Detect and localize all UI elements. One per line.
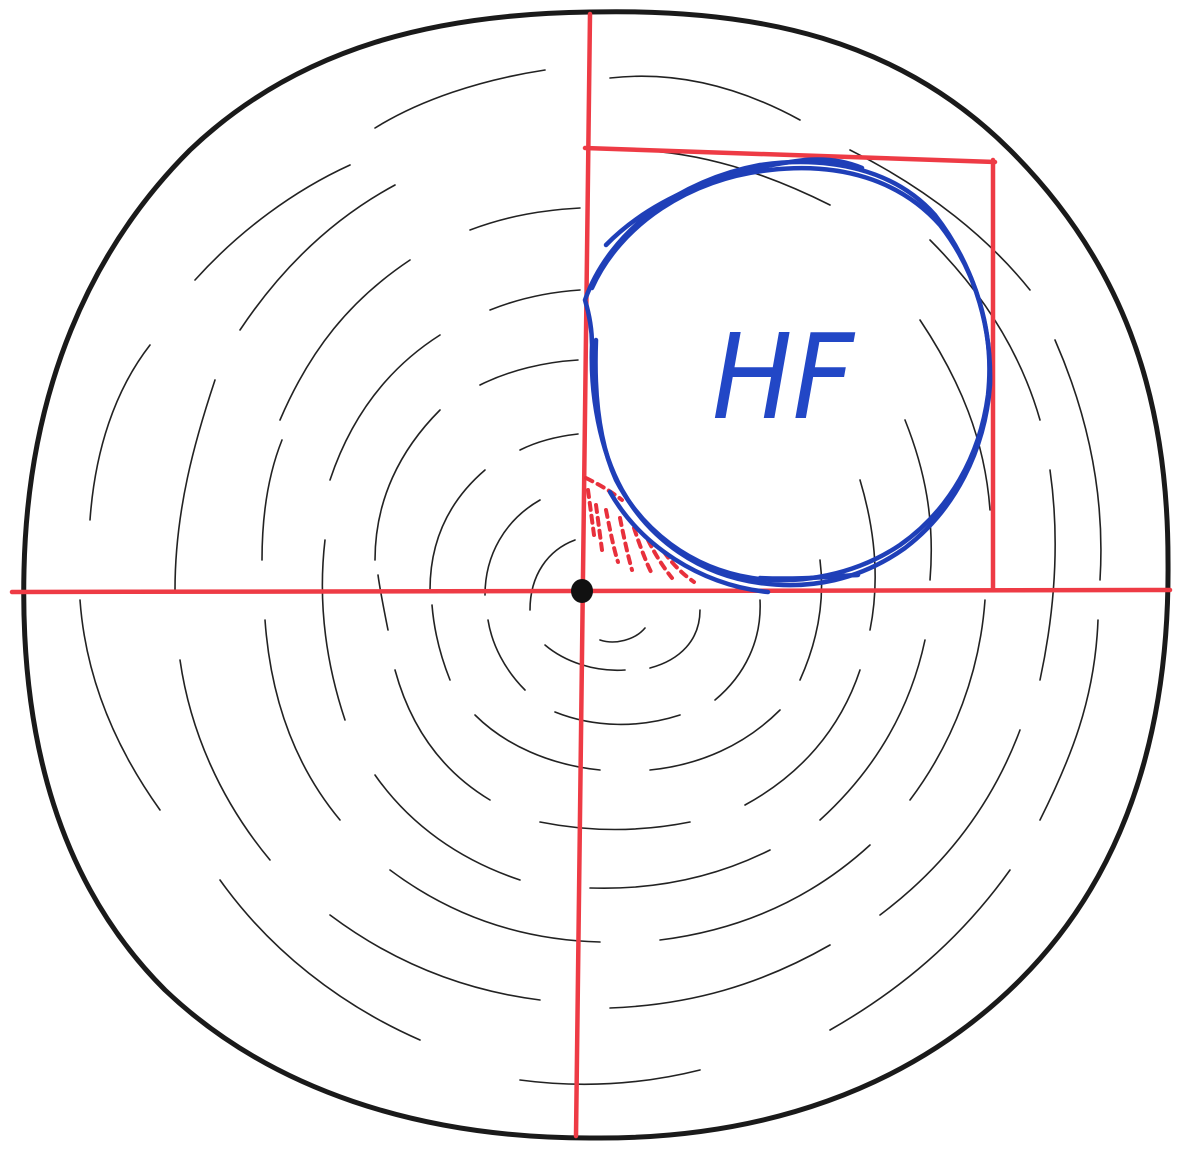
growth-ring-arc bbox=[470, 208, 580, 230]
growth-ring-arc bbox=[1040, 470, 1055, 680]
growth-ring-arc bbox=[322, 540, 345, 720]
growth-ring-arc bbox=[745, 670, 860, 805]
growth-ring-arc bbox=[432, 605, 450, 680]
growth-ring-arc bbox=[485, 500, 540, 595]
growth-ring-arc bbox=[430, 470, 485, 590]
growth-ring-arc bbox=[330, 915, 540, 1000]
growth-ring-arc bbox=[262, 440, 282, 560]
growth-ring-arc bbox=[520, 1070, 700, 1084]
growth-rings bbox=[80, 70, 1101, 1084]
growth-ring-arc bbox=[175, 380, 215, 590]
growth-ring-arc bbox=[520, 434, 578, 450]
growth-ring-arc bbox=[180, 660, 270, 860]
growth-ring-arc bbox=[390, 870, 600, 942]
growth-ring-arc bbox=[1055, 340, 1101, 580]
log-outline bbox=[24, 12, 1168, 1138]
growth-ring-arc bbox=[590, 850, 770, 888]
growth-ring-arc bbox=[905, 420, 931, 580]
growth-ring-arc bbox=[530, 540, 575, 610]
growth-ring-arc bbox=[880, 730, 1020, 915]
growth-ring-arc bbox=[90, 345, 150, 520]
growth-ring-arc bbox=[240, 185, 395, 330]
vertical-axis-line bbox=[576, 14, 590, 1136]
growth-ring-arc bbox=[80, 600, 160, 810]
growth-ring-arc bbox=[910, 600, 985, 800]
growth-ring-arc bbox=[610, 76, 800, 120]
growth-ring-arc bbox=[480, 360, 578, 385]
growth-ring-arc bbox=[660, 845, 870, 940]
growth-ring-arc bbox=[540, 822, 690, 830]
red-axes bbox=[12, 14, 1170, 1136]
growth-ring-arc bbox=[715, 600, 760, 700]
growth-ring-arc bbox=[555, 712, 680, 724]
growth-ring-arc bbox=[545, 645, 625, 670]
growth-ring-arc bbox=[375, 775, 520, 880]
growth-ring-arc bbox=[490, 290, 580, 310]
growth-ring-arc bbox=[330, 335, 440, 480]
growth-ring-arc bbox=[488, 620, 525, 690]
growth-ring-arc bbox=[195, 165, 350, 280]
growth-ring-arc bbox=[860, 480, 875, 630]
growth-ring-arc bbox=[920, 320, 990, 510]
pith-dot bbox=[571, 579, 593, 603]
growth-ring-arc bbox=[830, 870, 1010, 1030]
growth-ring-arc bbox=[220, 880, 420, 1040]
growth-ring-arc bbox=[820, 640, 925, 820]
growth-ring-arc bbox=[378, 575, 388, 630]
growth-ring-arc bbox=[375, 410, 440, 560]
growth-ring-arc bbox=[650, 710, 780, 770]
growth-ring-arc bbox=[265, 620, 340, 820]
growth-ring-arc bbox=[280, 260, 410, 420]
heartwood-label: HF bbox=[712, 308, 856, 446]
growth-ring-arc bbox=[650, 610, 700, 668]
growth-ring-arc bbox=[600, 628, 645, 642]
growth-ring-arc bbox=[395, 670, 490, 800]
growth-ring-arc bbox=[1040, 620, 1098, 820]
growth-ring-arc bbox=[610, 945, 830, 1008]
growth-ring-arc bbox=[375, 70, 545, 128]
